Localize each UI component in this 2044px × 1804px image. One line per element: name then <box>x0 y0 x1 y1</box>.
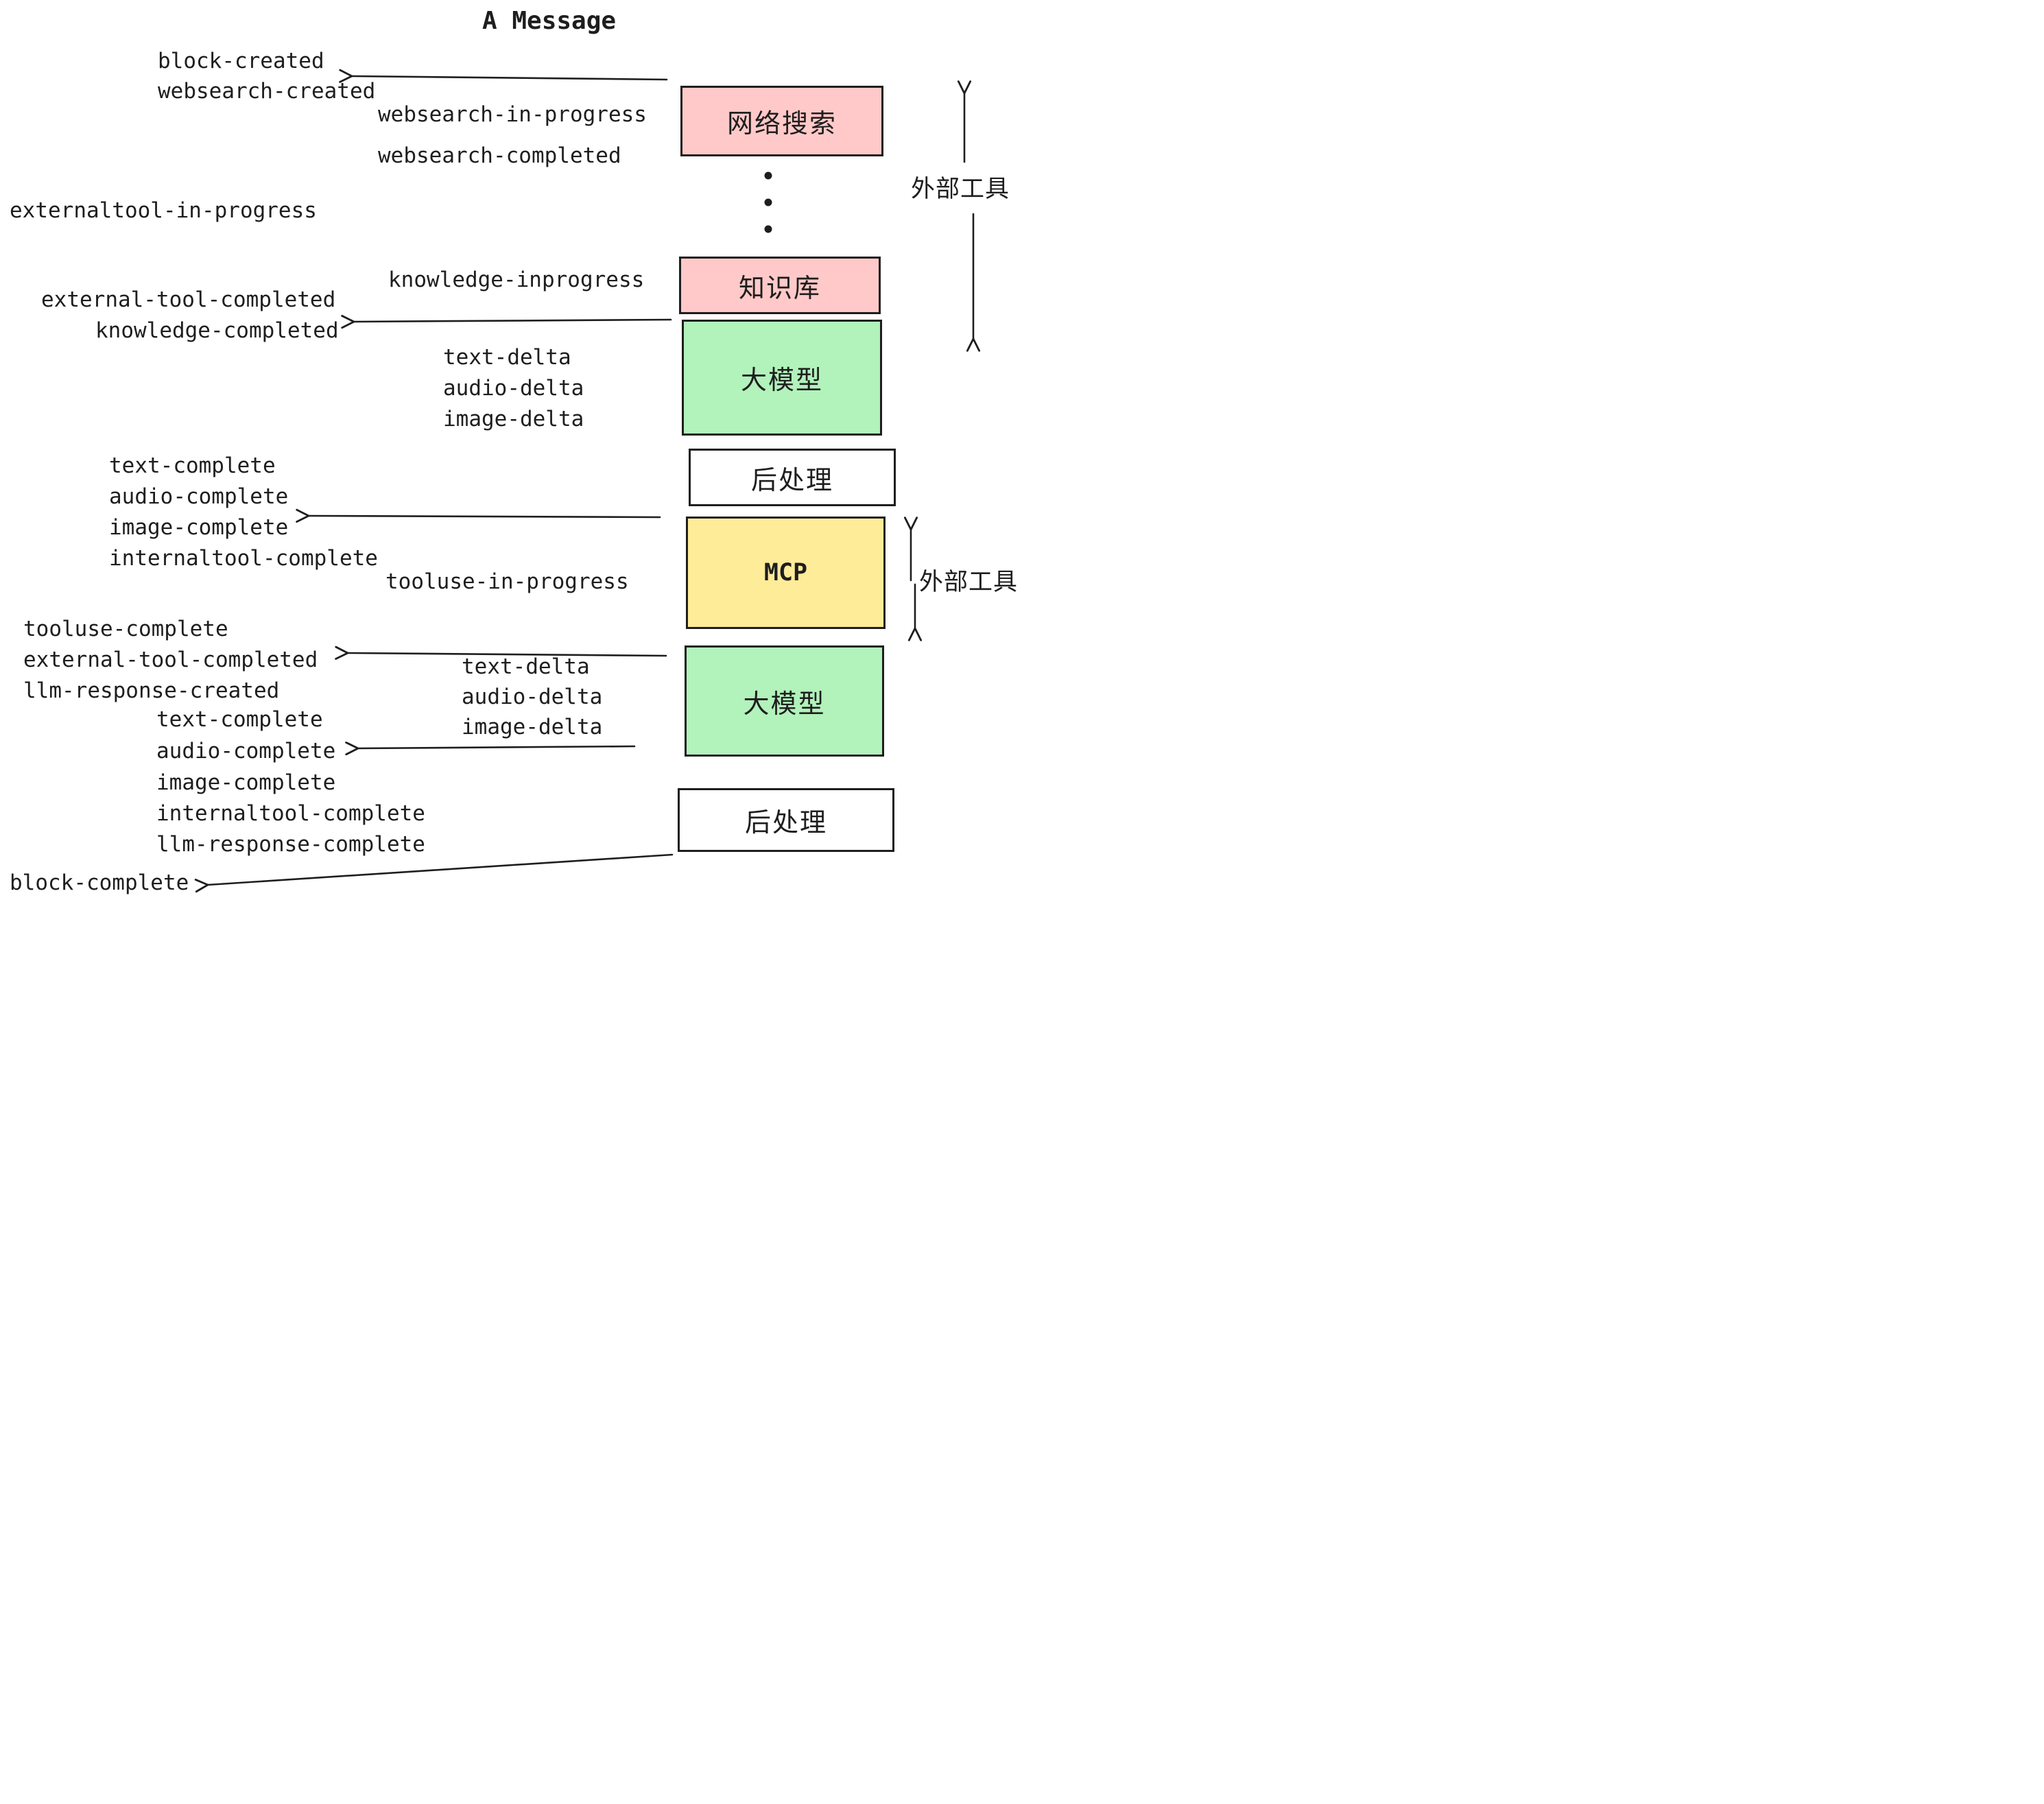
event-text-complete-1: text-complete <box>109 453 276 478</box>
event-external-tool-completed-1: external-tool-completed <box>41 287 336 312</box>
event-text-complete-2: text-complete <box>156 707 323 732</box>
arrow-to-audio-complete <box>345 741 636 756</box>
ellipsis-dot <box>764 198 772 206</box>
event-audio-delta-2: audio-delta <box>462 685 603 709</box>
box-label-knowledge: 知识库 <box>738 272 821 303</box>
box-label-llm-1: 大模型 <box>740 365 823 395</box>
event-image-delta-1: image-delta <box>443 407 584 431</box>
box-label-websearch: 网络搜索 <box>726 108 837 139</box>
event-block-complete: block-complete <box>10 870 189 895</box>
label-external-tools-2: 外部工具 <box>919 569 1019 596</box>
event-audio-complete-2: audio-complete <box>156 739 336 763</box>
event-externaltool-in-progress: externaltool-in-progress <box>10 198 317 223</box>
event-knowledge-inprogress: knowledge-inprogress <box>388 268 645 292</box>
event-websearch-in-progress: websearch-in-progress <box>378 102 647 127</box>
event-external-tool-completed-2: external-tool-completed <box>23 648 318 672</box>
event-audio-delta-1: audio-delta <box>443 376 584 401</box>
box-knowledge: 知识库 <box>679 257 881 314</box>
box-label-llm-2: 大模型 <box>743 688 826 719</box>
event-internaltool-complete-2: internaltool-complete <box>156 801 425 826</box>
box-llm-2: 大模型 <box>685 645 884 757</box>
event-tooluse-in-progress: tooluse-in-progress <box>385 569 629 594</box>
event-llm-response-created: llm-response-created <box>23 678 280 703</box>
arrow-to-knowledge-completed <box>341 315 672 329</box>
ellipsis-dot <box>764 171 772 180</box>
box-mcp: MCP <box>686 517 886 629</box>
event-knowledge-completed: knowledge-completed <box>95 318 339 343</box>
event-image-complete-2: image-complete <box>156 770 336 795</box>
box-websearch: 网络搜索 <box>680 86 883 156</box>
arrow-to-block-created <box>339 69 668 83</box>
event-image-delta-2: image-delta <box>462 715 603 739</box>
event-websearch-completed: websearch-completed <box>378 143 621 168</box>
box-postprocess-2: 后处理 <box>678 788 894 852</box>
event-tooluse-complete: tooluse-complete <box>23 617 228 641</box>
event-audio-complete-1: audio-complete <box>109 484 289 509</box>
box-llm-1: 大模型 <box>682 320 882 436</box>
arrow-to-image-complete <box>296 508 661 523</box>
label-external-tools-1: 外部工具 <box>911 176 1010 203</box>
box-postprocess-1: 后处理 <box>689 449 896 506</box>
diagram-title: A Message <box>482 7 617 35</box>
event-text-delta-2: text-delta <box>462 654 590 679</box>
event-llm-response-complete: llm-response-complete <box>156 832 425 857</box>
event-text-delta-1: text-delta <box>443 345 571 370</box>
ellipsis-dots <box>764 171 772 233</box>
ellipsis-dot <box>764 225 772 233</box>
arrow-to-block-complete <box>194 853 674 893</box>
event-image-complete-1: image-complete <box>109 515 289 540</box>
event-block-created: block-created <box>158 49 324 73</box>
box-label-postprocess-2: 后处理 <box>744 807 827 838</box>
event-internaltool-complete-1: internaltool-complete <box>109 546 378 571</box>
event-websearch-created: websearch-created <box>158 79 376 104</box>
box-label-postprocess-1: 后处理 <box>750 464 833 495</box>
box-label-mcp: MCP <box>763 559 808 586</box>
